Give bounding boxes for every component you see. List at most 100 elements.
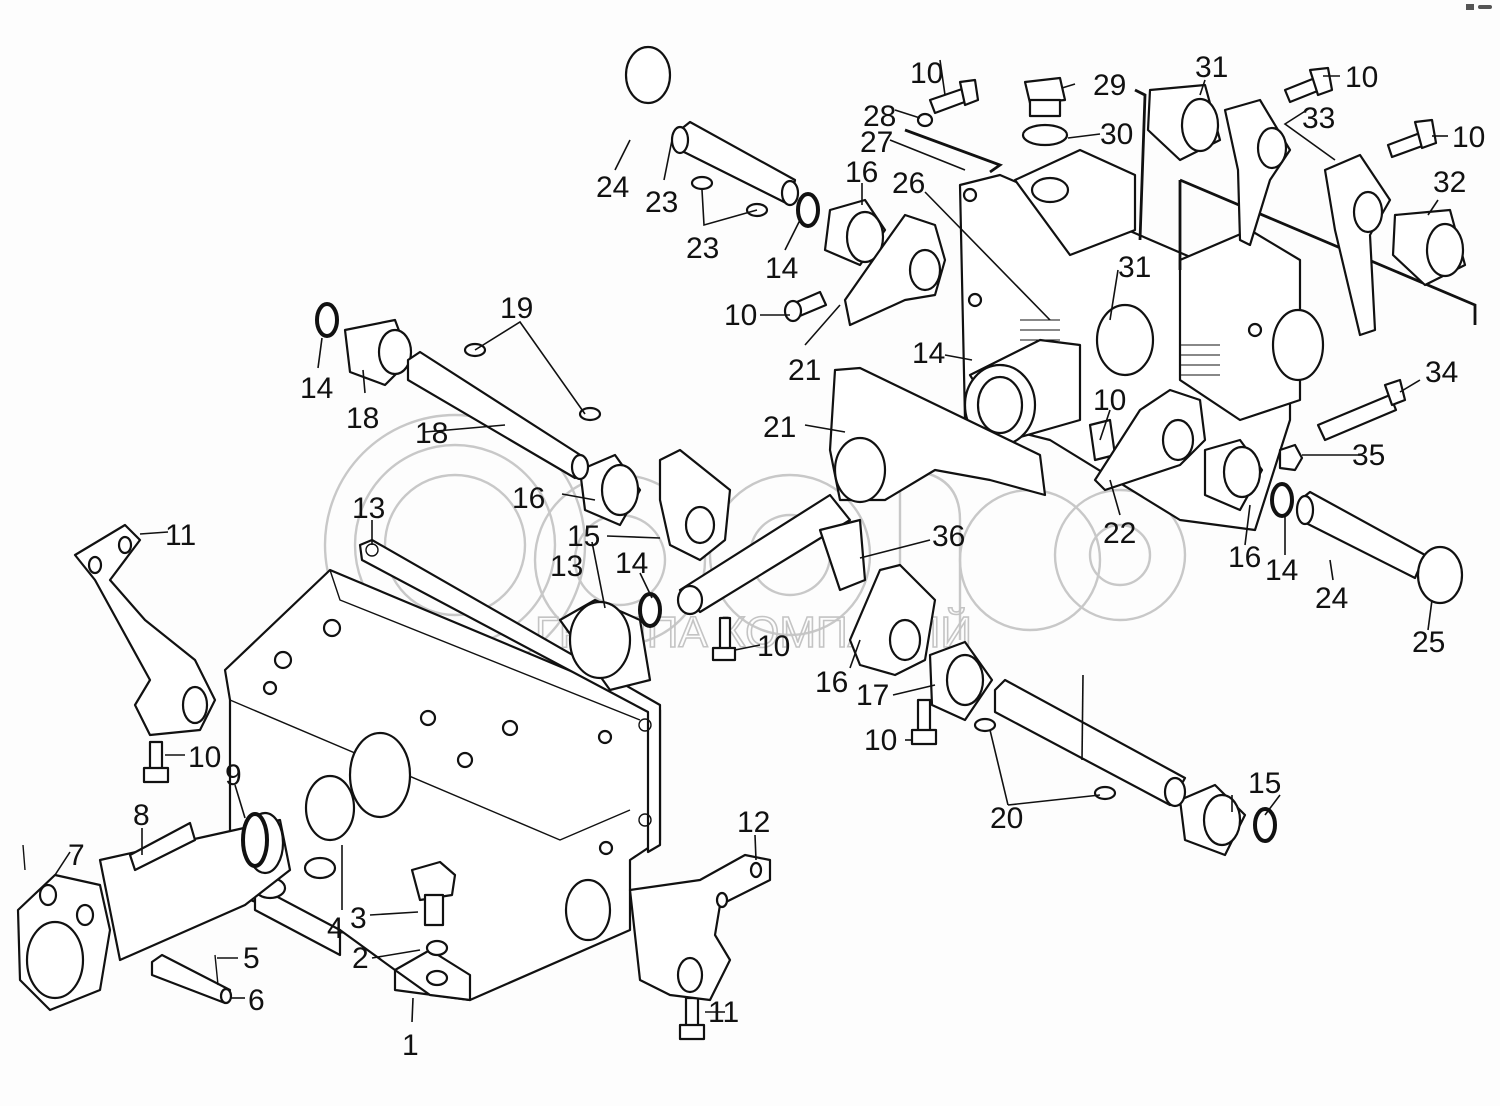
end-cap	[1416, 545, 1464, 605]
callout-label: 8	[133, 799, 150, 832]
sealing-washer	[1021, 123, 1069, 147]
split-pin	[22, 844, 26, 871]
callout-label: 13	[352, 492, 385, 525]
callout-label: 11	[165, 519, 196, 552]
key	[690, 175, 714, 191]
callout-label: 1	[402, 1029, 419, 1062]
leader-lines	[54, 59, 1448, 1023]
washer	[315, 302, 339, 338]
callout-label: 10	[1345, 61, 1378, 94]
key	[128, 821, 197, 872]
pin	[1295, 490, 1427, 580]
callout-label: 21	[763, 411, 796, 444]
callout-label: 6	[248, 984, 265, 1017]
bolt	[678, 996, 706, 1041]
callout-label: 13	[550, 550, 583, 583]
callout-label: 9	[225, 759, 242, 792]
callout-label: 18	[346, 402, 379, 435]
washer	[1253, 807, 1277, 843]
callout-label: 24	[1315, 582, 1348, 615]
callout-label: 36	[932, 520, 965, 553]
lever	[848, 563, 937, 677]
callout-label: 17	[856, 679, 889, 712]
key	[1093, 785, 1117, 801]
lever	[1223, 98, 1292, 247]
lever	[658, 448, 732, 562]
callout-label: 23	[686, 232, 719, 265]
callout-label: 11	[708, 996, 739, 1029]
bracket-line	[1134, 88, 1147, 241]
callout-label: 15	[567, 520, 600, 553]
window-corner-icons	[1466, 4, 1492, 10]
seal-ring	[241, 812, 269, 868]
callout-label: 35	[1352, 439, 1385, 472]
valve-body	[958, 148, 1325, 532]
washer	[1270, 482, 1294, 518]
callout-label: 14	[1265, 554, 1298, 587]
washer	[638, 592, 662, 628]
bushing	[1178, 783, 1247, 857]
callout-label: 10	[757, 630, 790, 663]
callout-label: 5	[243, 942, 260, 975]
spring-washer	[425, 939, 449, 957]
callout-label: 19	[500, 292, 533, 325]
bracket-line	[904, 128, 1003, 174]
bolt	[783, 290, 828, 323]
bolt	[910, 698, 938, 746]
callout-label: 30	[1100, 118, 1133, 151]
lever	[843, 213, 947, 327]
bolt	[928, 78, 980, 115]
bushing	[343, 318, 413, 387]
shaft	[676, 493, 867, 616]
callout-label: 10	[1093, 384, 1126, 417]
callout-label: 16	[512, 482, 545, 515]
callout-label: 26	[892, 167, 925, 200]
callout-label: 27	[860, 126, 893, 159]
plug	[1023, 76, 1067, 118]
bracket-line	[1178, 178, 1477, 325]
lever-arm	[628, 853, 772, 1002]
callout-label: 22	[1103, 517, 1136, 550]
callout-label: 10	[864, 724, 897, 757]
callout-label: 28	[863, 100, 896, 133]
main-housing	[223, 568, 662, 1002]
callout-label: 14	[765, 252, 798, 285]
bushing	[558, 598, 652, 692]
shaft	[993, 678, 1187, 808]
bushing	[1146, 83, 1222, 162]
bolt	[1386, 118, 1438, 159]
callout-label: 12	[737, 806, 770, 839]
shaft	[406, 350, 590, 481]
callout-label: 10	[188, 741, 221, 774]
callout-label: 25	[1412, 626, 1445, 659]
callout-label: 7	[68, 839, 85, 872]
callout-label: 18	[415, 417, 448, 450]
callout-label: 23	[645, 186, 678, 219]
window-icon	[1466, 4, 1474, 10]
nut	[1278, 443, 1304, 472]
key	[973, 717, 997, 733]
callout-label: 29	[1093, 69, 1126, 102]
key	[578, 406, 602, 422]
lever	[1093, 388, 1207, 492]
split-pin	[214, 954, 219, 986]
callout-labels: 1 2 3 4 5 6 7 8 9 10 10 10 10 10 10 10 1…	[68, 51, 1485, 1062]
bushing	[928, 640, 994, 722]
end-cap	[624, 45, 672, 105]
more-dots-icon	[1478, 5, 1492, 9]
callout-label: 33	[1302, 102, 1335, 135]
callout-label: 4	[327, 912, 344, 945]
bolt	[1283, 66, 1334, 104]
washer	[796, 192, 820, 228]
bolt	[410, 860, 457, 927]
bolt	[142, 740, 170, 784]
spring-washer	[916, 112, 934, 128]
callout-label: 31	[1118, 251, 1151, 284]
coupling	[16, 873, 112, 1012]
callout-label: 34	[1425, 356, 1458, 389]
callout-label: 20	[990, 802, 1023, 835]
callout-label: 24	[596, 171, 629, 204]
lever	[1323, 153, 1392, 337]
